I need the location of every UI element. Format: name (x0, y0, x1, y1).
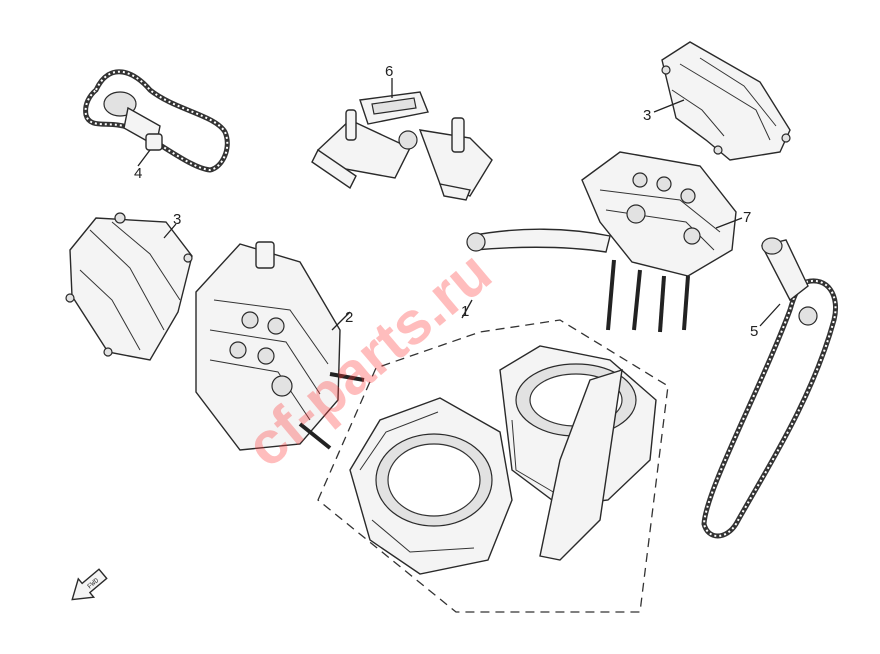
callout-1: 1 (461, 303, 469, 320)
part-3-valve-cover-rear[interactable] (653, 41, 791, 161)
part-3-valve-cover-front[interactable] (65, 212, 193, 361)
callout-6: 6 (385, 63, 393, 80)
part-2-cylinder-head-front[interactable] (195, 241, 365, 451)
part-7-cylinder-head-rear[interactable] (466, 151, 743, 333)
callout-5: 5 (750, 323, 758, 340)
part-6-intake-assembly[interactable] (311, 78, 493, 201)
fwd-direction-arrow: FWD (71, 568, 108, 601)
callout-7: 7 (743, 209, 751, 226)
part-5-timing-chain-camshaft[interactable] (701, 237, 838, 539)
part-4-timing-chain-camshaft[interactable] (83, 69, 230, 173)
callout-3-rear: 3 (643, 107, 651, 124)
callout-4: 4 (134, 165, 142, 182)
callout-2: 2 (345, 309, 353, 326)
callout-3-front: 3 (173, 211, 181, 228)
part-1-group-outline (317, 319, 669, 613)
part-1-cylinder-block[interactable] (349, 299, 657, 575)
